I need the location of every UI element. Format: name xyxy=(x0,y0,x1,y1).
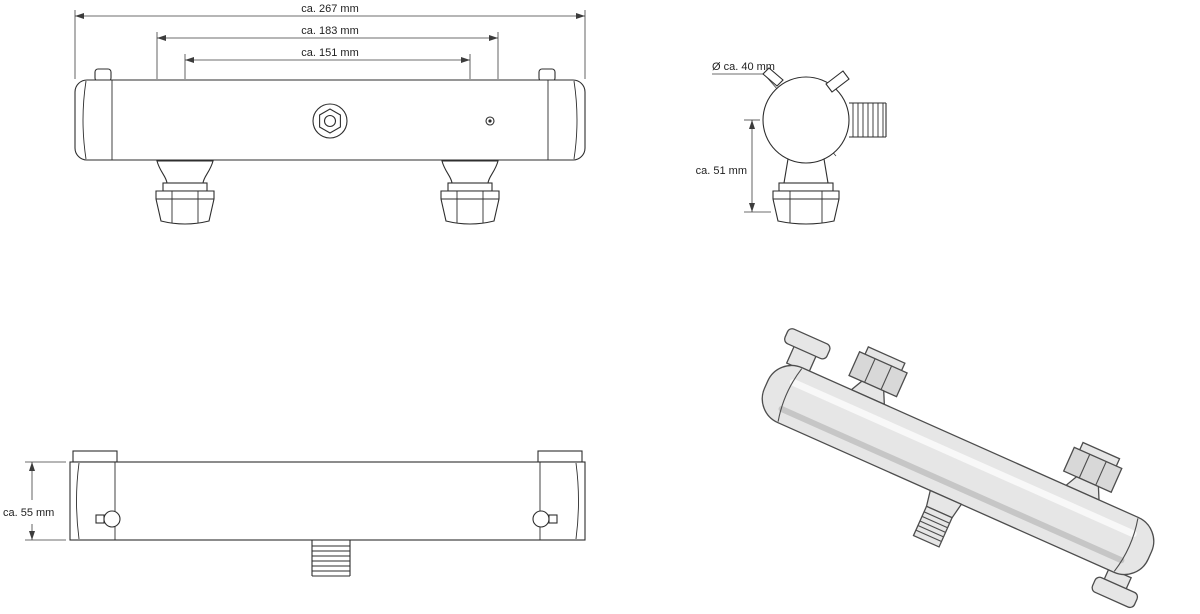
iso-nut-2 xyxy=(1062,441,1123,501)
front-dimension-centers: ca. 151 mm xyxy=(184,47,471,79)
front-right-leg-nut xyxy=(440,160,500,225)
side-body-circle xyxy=(762,76,850,164)
side-dim-diameter-label: Ø ca. 40 mm xyxy=(712,61,775,73)
top-right-handle xyxy=(537,450,583,463)
top-view: ca. 55 mm xyxy=(3,450,586,577)
front-dim-outer-label: ca. 183 mm xyxy=(301,25,358,37)
isometric-view xyxy=(761,328,1155,609)
top-left-handle xyxy=(72,450,118,463)
iso-threaded-outlet xyxy=(912,489,963,548)
side-dim-height-label: ca. 51 mm xyxy=(696,165,747,177)
front-left-leg-nut xyxy=(155,160,215,225)
side-dimension-height: ca. 51 mm xyxy=(696,119,771,213)
front-hex-cap xyxy=(312,103,348,139)
top-dim-depth-label: ca. 55 mm xyxy=(3,507,54,519)
front-dimension-overall: ca. 267 mm xyxy=(74,3,586,79)
front-dim-centers-label: ca. 151 mm xyxy=(301,47,358,59)
top-bar-body xyxy=(69,461,586,541)
side-lower-nut xyxy=(772,158,840,225)
side-threaded-outlet xyxy=(849,102,887,138)
front-left-knob xyxy=(94,68,112,82)
iso-bar-body xyxy=(761,364,1155,576)
top-threaded-outlet xyxy=(311,540,351,577)
top-left-screw-knob xyxy=(95,510,121,528)
front-bar-body xyxy=(74,79,586,161)
front-view: ca. 267 mm ca. 183 mm ca. 151 mm xyxy=(74,3,586,225)
front-right-knob xyxy=(538,68,556,82)
front-dim-overall-label: ca. 267 mm xyxy=(301,3,358,15)
side-left-tab xyxy=(762,67,784,87)
iso-nut-1 xyxy=(848,346,908,406)
top-dimension-depth: ca. 55 mm xyxy=(3,461,66,541)
side-right-tab xyxy=(825,70,850,93)
front-dimension-outer: ca. 183 mm xyxy=(156,25,499,79)
front-indicator-dot xyxy=(485,116,495,126)
side-view: Ø ca. 40 mm xyxy=(696,61,887,225)
top-right-screw-knob xyxy=(532,510,558,528)
